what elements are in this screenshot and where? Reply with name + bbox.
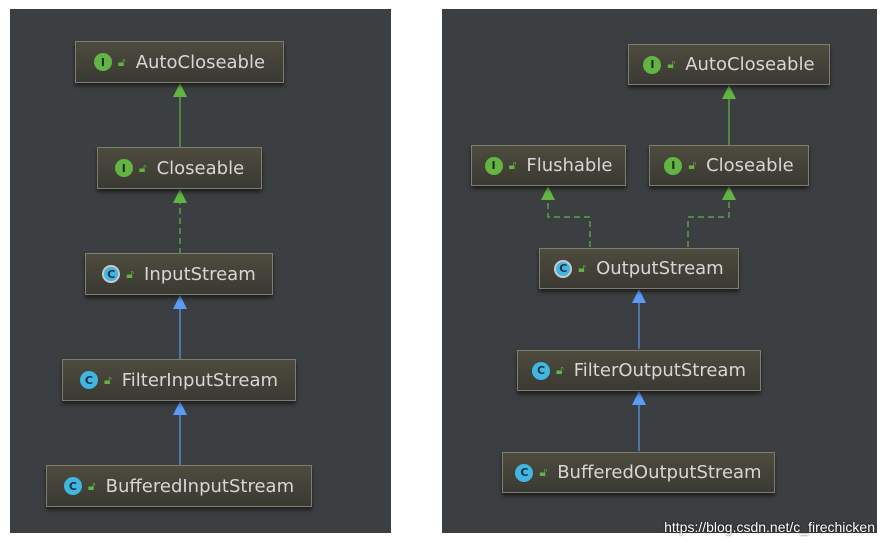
arrowhead-inputstream (173, 295, 187, 309)
left-edges (173, 83, 187, 465)
public-lock-icon: 🔓︎ (126, 266, 135, 281)
interface-icon: I (664, 156, 683, 175)
public-lock-icon: 🔓︎ (578, 261, 587, 275)
node-label: Flushable (526, 155, 613, 176)
arrowhead-outputstream (632, 289, 646, 303)
node-bufferedinputstream[interactable]: C 🔓︎ BufferedInputStream (46, 465, 312, 507)
arrowhead-filteroutputstream (632, 391, 646, 405)
node-label: FilterOutputStream (573, 360, 746, 381)
public-lock-icon: 🔓︎ (87, 478, 96, 493)
node-filteroutputstream[interactable]: C 🔓︎ FilterOutputStream (517, 350, 761, 391)
class-icon: C (63, 477, 82, 495)
arrowhead-autocloseable (173, 83, 187, 97)
class-icon: C (79, 371, 98, 389)
node-label: AutoCloseable (135, 51, 266, 73)
class-icon: C (531, 361, 550, 380)
node-label: Closeable (706, 155, 794, 176)
public-lock-icon: 🔓︎ (508, 158, 517, 172)
node-autocloseable[interactable]: I 🔓︎ AutoCloseable (75, 41, 284, 83)
public-lock-icon: 🔓︎ (688, 158, 697, 172)
node-flushable[interactable]: I 🔓︎ Flushable (471, 145, 626, 186)
class-icon: C (515, 463, 534, 482)
arrowhead-closeable (173, 189, 187, 203)
node-label: Closeable (156, 157, 245, 179)
node-outputstream[interactable]: C 🔓︎ OutputStream (539, 248, 739, 289)
node-bufferedoutputstream[interactable]: C 🔓︎ BufferedOutputStream (502, 452, 775, 493)
node-label: InputStream (144, 263, 256, 285)
arrowhead-filterinputstream (173, 401, 187, 415)
node-autocloseable[interactable]: I 🔓︎ AutoCloseable (628, 44, 830, 85)
arrowhead-flushable (541, 186, 555, 200)
public-lock-icon: 🔓︎ (555, 363, 564, 377)
edge-outputstream-to-closeable (687, 200, 730, 247)
interface-icon: I (643, 55, 662, 74)
node-label: BufferedOutputStream (557, 462, 762, 483)
interface-icon: I (93, 53, 112, 71)
left-diagram-panel: I 🔓︎ AutoCloseable I 🔓︎ Closeable C 🔓︎ I… (10, 9, 391, 533)
abstract-class-icon: C (102, 265, 121, 283)
node-closeable[interactable]: I 🔓︎ Closeable (649, 145, 809, 186)
abstract-class-icon: C (554, 259, 573, 278)
node-label: FilterInputStream (121, 369, 279, 391)
node-filterinputstream[interactable]: C 🔓︎ FilterInputStream (62, 359, 296, 401)
arrowhead-closeable (722, 186, 736, 200)
node-label: OutputStream (596, 258, 724, 279)
arrowhead-autocloseable (722, 85, 736, 99)
interface-icon: I (484, 156, 503, 175)
public-lock-icon: 🔓︎ (138, 160, 147, 175)
public-lock-icon: 🔓︎ (103, 372, 112, 387)
node-closeable[interactable]: I 🔓︎ Closeable (97, 147, 262, 189)
node-label: BufferedInputStream (105, 475, 295, 497)
edge-outputstream-to-flushable (547, 200, 591, 247)
watermark: https://blog.csdn.net/c_firechicken (664, 519, 875, 535)
public-lock-icon: 🔓︎ (117, 54, 126, 69)
public-lock-icon: 🔓︎ (539, 465, 548, 479)
public-lock-icon: 🔓︎ (667, 57, 676, 71)
node-inputstream[interactable]: C 🔓︎ InputStream (85, 253, 273, 295)
right-diagram-panel: I 🔓︎ AutoCloseable I 🔓︎ Flushable I 🔓︎ C… (442, 9, 877, 533)
right-edges (541, 85, 736, 451)
node-label: AutoCloseable (685, 54, 815, 75)
interface-icon: I (114, 159, 133, 177)
